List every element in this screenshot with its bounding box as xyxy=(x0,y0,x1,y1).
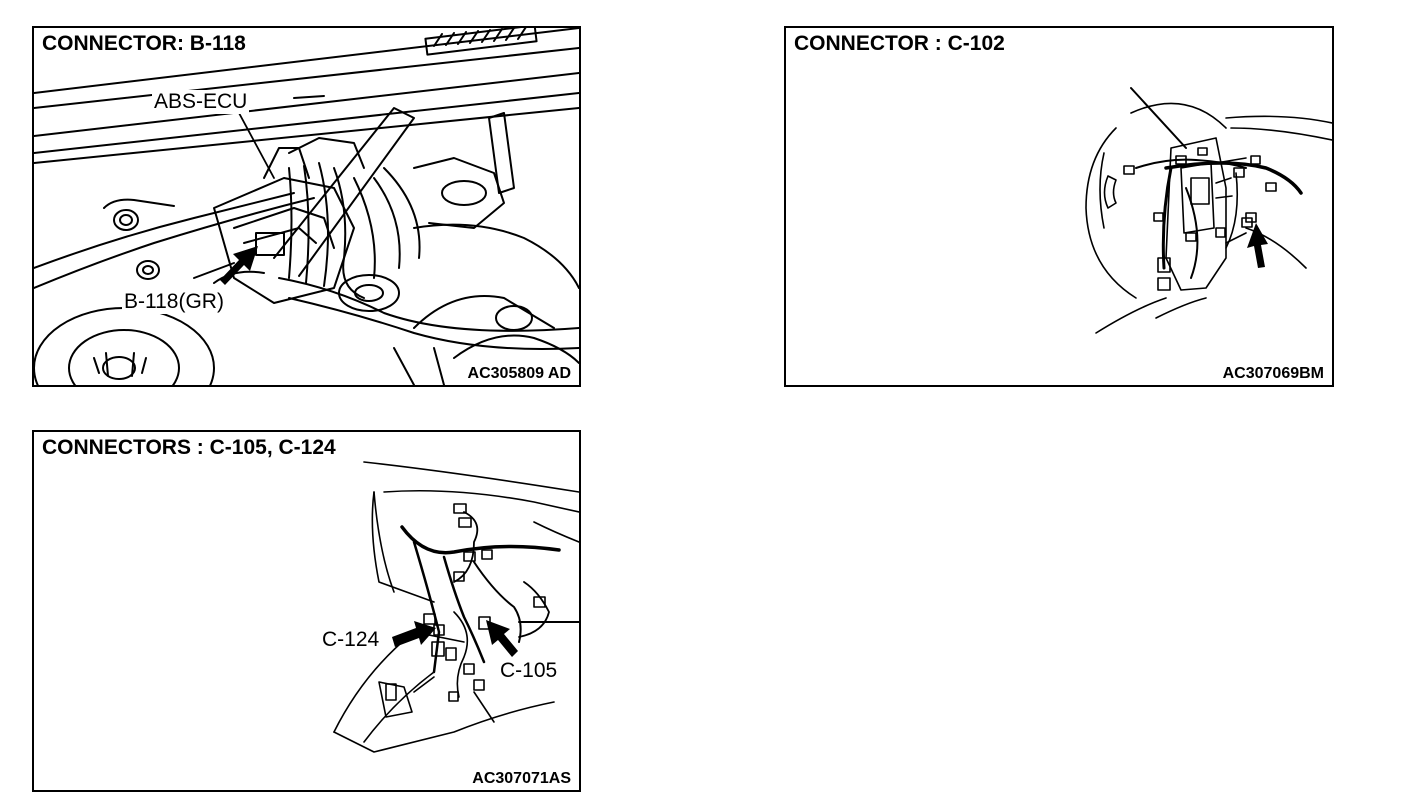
b118-pointer-arrow xyxy=(220,246,258,285)
panel-connectors-c105-c124: CONNECTORS : C-105, C-124 C-124 C-105 AC… xyxy=(32,430,581,792)
c105-c124-title: CONNECTORS : C-105, C-124 xyxy=(40,436,338,460)
abs-ecu-label: ABS-ECU xyxy=(152,90,250,114)
c102-title: CONNECTOR : C-102 xyxy=(792,32,1007,56)
panel-connector-b118: CONNECTOR: B-118 ABS-ECU B-118(GR) AC305… xyxy=(32,26,581,387)
c102-pointer-arrow xyxy=(1247,223,1268,268)
c105-pointer-arrow xyxy=(486,620,518,657)
c124-pointer-arrow xyxy=(392,621,436,647)
b118-connector-label: B-118(GR) xyxy=(122,290,226,314)
c124-connector-label: C-124 xyxy=(320,628,382,652)
b118-engine-illustration xyxy=(34,28,579,385)
c105-c124-figure-code: AC307071AS xyxy=(470,770,573,788)
b118-title: CONNECTOR: B-118 xyxy=(40,32,248,56)
c102-figure-code: AC307069BM xyxy=(1220,365,1326,383)
panel-connector-c102: CONNECTOR : C-102 AC307069BM xyxy=(784,26,1334,387)
c105-c124-console-illustration xyxy=(333,461,579,753)
c105-connector-label: C-105 xyxy=(498,659,560,683)
b118-figure-code: AC305809 AD xyxy=(465,365,573,383)
c102-steering-column-illustration xyxy=(1085,87,1332,334)
